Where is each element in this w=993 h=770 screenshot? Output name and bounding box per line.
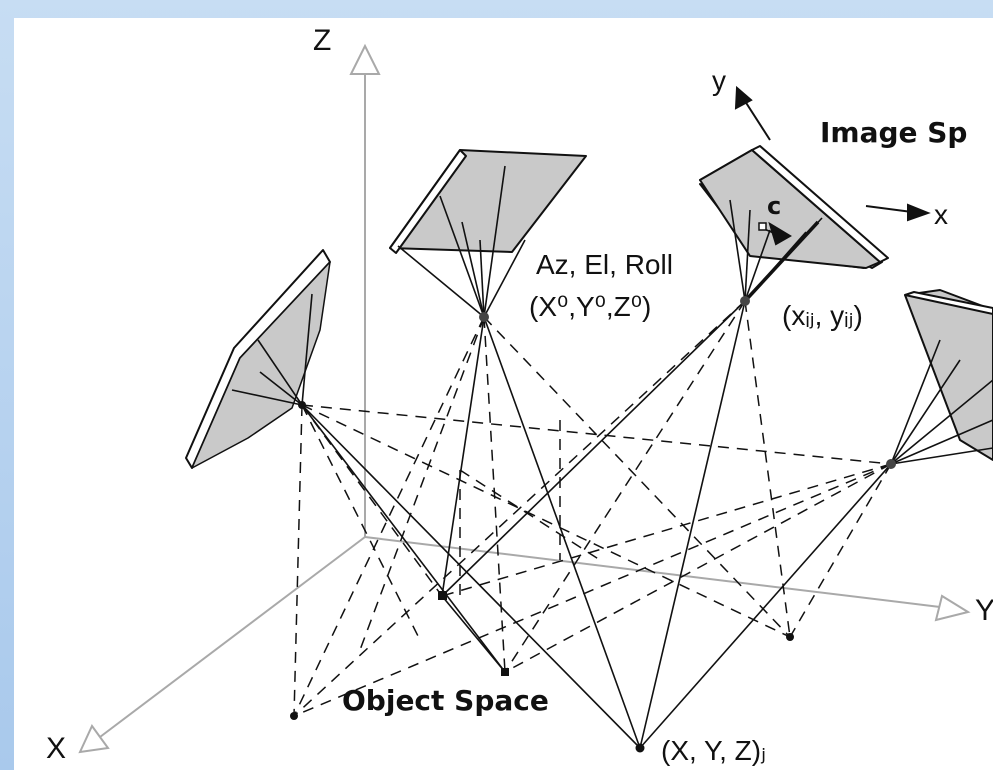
dashed-rays [293, 300, 892, 717]
image-y-axis-line [742, 97, 771, 141]
camera-center-left [298, 401, 306, 409]
image-y-label: y [712, 65, 726, 96]
image-y-arrow-icon [734, 85, 753, 110]
object-point [635, 743, 645, 753]
image-ray-arrow-icon [768, 221, 792, 246]
ground-point-2 [501, 668, 509, 676]
x-axis-arrow-icon [78, 724, 110, 754]
world-axes [78, 43, 971, 754]
object-point-label: (X, Y, Z)ⱼ [661, 735, 766, 766]
y-axis-arrow-icon [934, 594, 971, 622]
ground-point-3 [290, 712, 298, 720]
image-space-label: Image Sp [820, 116, 967, 149]
ground-point-1 [438, 591, 447, 600]
image-coord-label: (xᵢⱼ, yᵢⱼ) [782, 300, 863, 331]
image-plane-right [904, 289, 993, 461]
ground-point-4 [786, 633, 794, 641]
orientation-label: Az, El, Roll [536, 249, 673, 280]
camera-center-right [886, 459, 896, 469]
camera-center-top-left [479, 312, 489, 322]
axis-z-label: Z [313, 24, 331, 57]
camera-center-image-space [740, 296, 750, 306]
object-space-label: Object Space [342, 684, 549, 717]
axis-x-label: X [46, 732, 66, 765]
image-planes [185, 145, 993, 469]
image-x-arrow-icon [907, 203, 931, 222]
x-axis-line [99, 536, 366, 738]
axis-y-label: Y [975, 594, 993, 627]
solid-rays [301, 300, 892, 749]
image-x-axis-line [865, 205, 913, 213]
position-label: (X⁰,Y⁰,Z⁰) [529, 291, 651, 322]
points [290, 296, 896, 753]
principal-point-marker [758, 222, 767, 231]
principal-point-label: c [767, 192, 781, 220]
image-x-label: x [934, 199, 948, 230]
image-space-axes [734, 85, 931, 303]
image-ray-heavy [743, 220, 820, 303]
z-axis-arrow-icon [349, 43, 381, 75]
